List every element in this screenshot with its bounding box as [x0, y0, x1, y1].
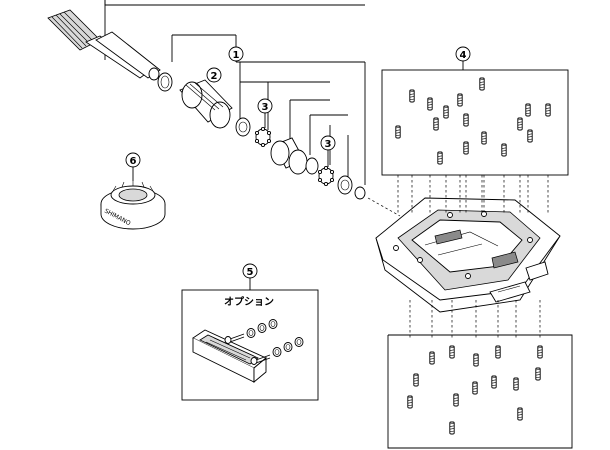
upper-pin	[409, 89, 415, 103]
upper-pin	[443, 105, 449, 119]
lower-pin	[453, 393, 459, 407]
lower-pin	[429, 351, 435, 365]
lower-pin	[495, 345, 501, 359]
lower-pin	[491, 375, 497, 389]
upper-pin	[525, 103, 531, 117]
upper-pin	[395, 125, 401, 139]
upper-pin	[463, 141, 469, 155]
svg-text:4: 4	[460, 50, 467, 61]
callout-4: 4	[455, 46, 471, 62]
option-label: オプション	[224, 295, 274, 308]
lower-pin-box	[387, 334, 573, 449]
upper-pin	[517, 117, 523, 131]
lower-pin	[413, 373, 419, 387]
option-box	[181, 289, 319, 401]
washer-2	[305, 157, 319, 175]
ball-retainer-2	[317, 165, 335, 187]
callout-1: 1	[228, 46, 244, 62]
upper-pins	[395, 77, 551, 165]
pin-leader-lines	[397, 175, 549, 340]
lock-ring: SHIMANO	[100, 181, 166, 230]
reflector-screws	[224, 333, 271, 365]
lower-pins	[407, 345, 543, 435]
svg-text:5: 5	[247, 267, 254, 278]
lower-pin	[535, 367, 541, 381]
lower-pin	[537, 345, 543, 359]
upper-pin	[463, 113, 469, 127]
upper-pin	[479, 77, 485, 91]
upper-pin	[545, 103, 551, 117]
cone-nut	[337, 175, 353, 195]
upper-pin	[527, 129, 533, 143]
bracket-group-1	[104, 0, 366, 185]
upper-pin	[481, 131, 487, 145]
bearing-sleeve	[179, 79, 233, 129]
svg-text:1: 1	[233, 50, 240, 61]
upper-pin	[427, 97, 433, 111]
reflector-washers	[246, 319, 304, 357]
lower-pin	[449, 421, 455, 435]
lower-pin	[473, 353, 479, 367]
pedal-body	[375, 197, 561, 313]
svg-text:2: 2	[211, 71, 218, 82]
callout-3a: 3	[257, 98, 273, 114]
svg-text:3: 3	[262, 102, 269, 113]
callout-5: 5	[242, 263, 258, 279]
upper-pin	[457, 93, 463, 107]
upper-pin	[437, 151, 443, 165]
upper-pin	[433, 117, 439, 131]
reflector	[192, 329, 267, 383]
lower-pin	[407, 395, 413, 409]
ball-retainer-1	[254, 126, 272, 148]
callout-3b: 3	[320, 135, 336, 151]
upper-pin-box	[381, 69, 569, 176]
lower-pin	[449, 345, 455, 359]
callout-2: 2	[206, 67, 222, 83]
spindle-axle	[47, 9, 161, 81]
lower-pin	[517, 407, 523, 421]
callout-6: 6	[125, 152, 141, 168]
upper-pin	[501, 143, 507, 157]
svg-text:6: 6	[130, 156, 137, 167]
lock-nut	[354, 186, 366, 200]
washer-1	[235, 117, 251, 137]
lower-pin	[472, 381, 478, 395]
svg-text:3: 3	[325, 139, 332, 150]
axle-ring	[157, 72, 173, 92]
lower-pin	[513, 377, 519, 391]
sleeve-tube	[270, 137, 308, 175]
